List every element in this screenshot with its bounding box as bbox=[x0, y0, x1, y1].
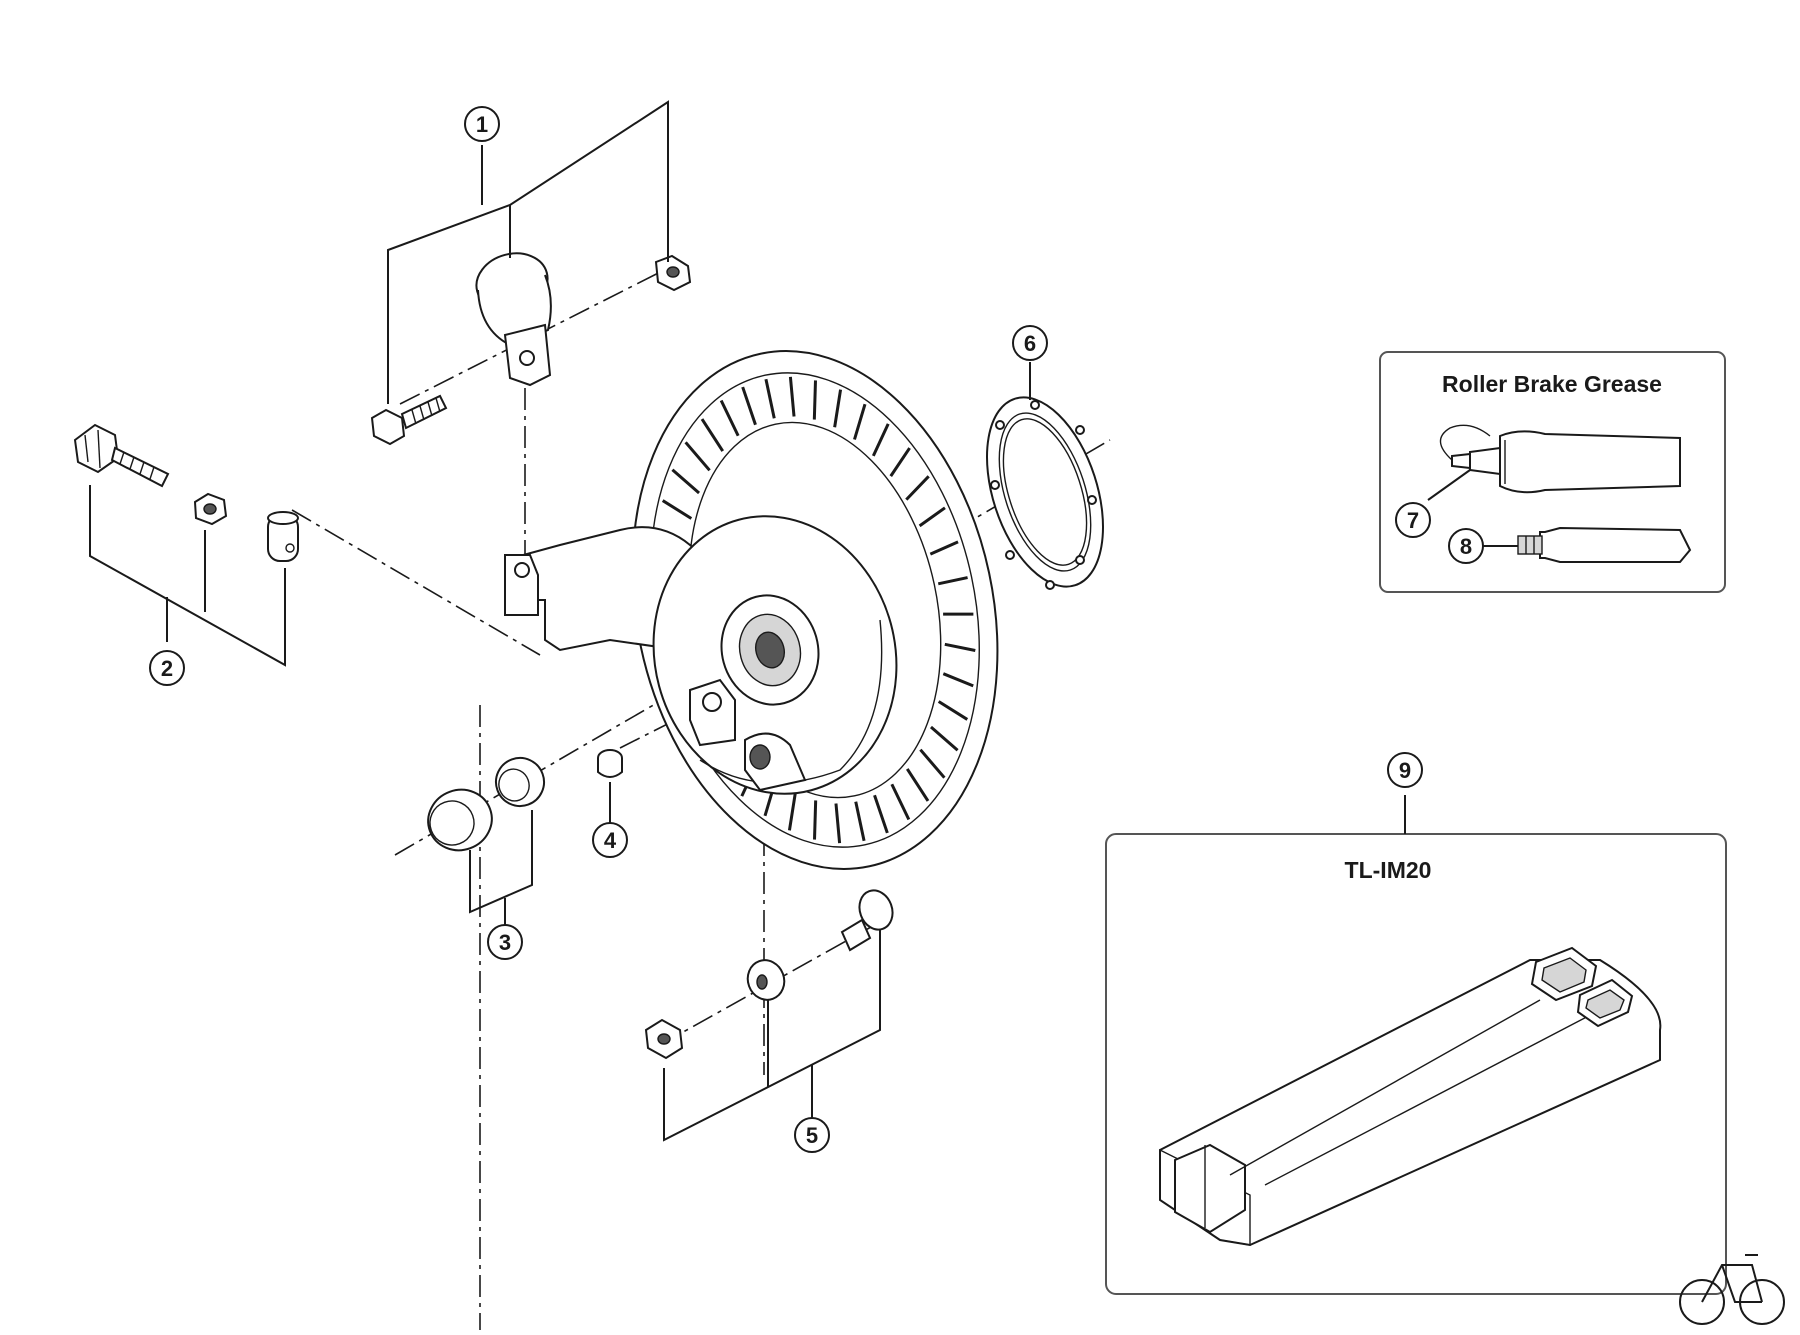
part-9-tl-im20-tool bbox=[1159, 946, 1662, 1247]
callout-7: 7 bbox=[1395, 502, 1431, 538]
part-1-clamp-bolt bbox=[370, 394, 448, 446]
callout-4: 4 bbox=[592, 822, 628, 858]
cooling-fin bbox=[813, 800, 818, 840]
cooling-fin bbox=[833, 389, 843, 428]
cooling-fin bbox=[741, 386, 757, 426]
cooling-fin bbox=[937, 700, 969, 721]
callout-number: 2 bbox=[161, 656, 173, 681]
part-7-grease-bottle bbox=[1439, 424, 1681, 494]
cooling-fin bbox=[853, 403, 867, 440]
cooling-fin bbox=[684, 441, 711, 472]
part-4-plug bbox=[597, 749, 623, 778]
callout-circle bbox=[487, 924, 523, 960]
cooling-fin bbox=[919, 748, 946, 779]
callout-circle bbox=[1395, 502, 1431, 538]
callout-number: 6 bbox=[1024, 331, 1036, 356]
part-5-fixing-bolt bbox=[644, 889, 894, 1060]
callout-circle bbox=[1448, 528, 1484, 564]
callout-circle bbox=[464, 106, 500, 142]
part-8-grease-tube bbox=[1517, 526, 1692, 563]
callout-1: 1 bbox=[464, 106, 500, 142]
callout-2: 2 bbox=[149, 650, 185, 686]
part-3-bushings bbox=[427, 757, 545, 852]
cooling-fin bbox=[812, 380, 817, 420]
callout-6: 6 bbox=[1012, 325, 1048, 361]
callout-9: 9 bbox=[1387, 752, 1423, 788]
callout-number: 7 bbox=[1407, 508, 1419, 533]
cooling-fin bbox=[787, 792, 797, 831]
bicycle-icon bbox=[1679, 1254, 1785, 1325]
cooling-fin bbox=[905, 475, 930, 501]
cooling-fin bbox=[788, 376, 796, 417]
adjuster-axis-line bbox=[291, 509, 541, 656]
brake-unit bbox=[504, 350, 999, 870]
callout-number: 8 bbox=[1460, 534, 1472, 559]
tool-box-title: TL-IM20 bbox=[1345, 857, 1432, 883]
bracket-2 bbox=[89, 485, 286, 667]
cooling-fin bbox=[700, 418, 724, 452]
callout-circle bbox=[1012, 325, 1048, 361]
part-1-clamp-band bbox=[475, 252, 552, 387]
callout-layer: 1 2 3 4 5 6 7 8 9 bbox=[149, 106, 1484, 1153]
cooling-fin bbox=[719, 399, 740, 437]
cooling-fin bbox=[906, 768, 930, 802]
callout-circle bbox=[149, 650, 185, 686]
cooling-fin bbox=[871, 423, 890, 457]
callout-number: 3 bbox=[499, 930, 511, 955]
callout-circle bbox=[794, 1117, 830, 1153]
callout-8: 8 bbox=[1448, 528, 1484, 564]
cooling-fin bbox=[929, 725, 959, 752]
callout-circle bbox=[592, 822, 628, 858]
callout-number: 5 bbox=[806, 1123, 818, 1148]
cooling-fin bbox=[764, 378, 776, 419]
callout-number: 4 bbox=[604, 828, 617, 853]
callout-3: 3 bbox=[487, 924, 523, 960]
cooling-fin bbox=[890, 783, 911, 821]
lower-lug bbox=[689, 678, 736, 747]
cooling-fins bbox=[654, 376, 976, 844]
grease-box-title: Roller Brake Grease bbox=[1442, 371, 1662, 397]
bracket-3 bbox=[469, 810, 533, 914]
callout-number: 9 bbox=[1399, 758, 1411, 783]
callout-circle bbox=[1387, 752, 1423, 788]
cooling-fin bbox=[834, 803, 842, 844]
part-1-clamp-nut bbox=[654, 254, 692, 292]
cooling-fin bbox=[661, 499, 693, 520]
tool-box: TL-IM20 bbox=[1105, 795, 1727, 1295]
cooling-fin bbox=[873, 794, 889, 834]
cooling-fin bbox=[854, 801, 866, 842]
cooling-fin bbox=[889, 447, 911, 477]
callout-number: 1 bbox=[476, 112, 488, 137]
callout-5: 5 bbox=[794, 1117, 830, 1153]
part-2-cable-adjuster bbox=[73, 423, 299, 562]
cooling-fin bbox=[671, 468, 701, 495]
cooling-fin bbox=[942, 672, 974, 688]
cooling-fin bbox=[944, 642, 976, 652]
cooling-fin bbox=[937, 576, 968, 586]
main-axis-line bbox=[394, 439, 1111, 856]
cooling-fin bbox=[918, 506, 946, 528]
bracket-5 bbox=[663, 930, 881, 1142]
part-6-seal-ring bbox=[986, 396, 1104, 590]
grease-box: Roller Brake Grease bbox=[1379, 351, 1726, 593]
cooling-fin bbox=[929, 540, 959, 556]
